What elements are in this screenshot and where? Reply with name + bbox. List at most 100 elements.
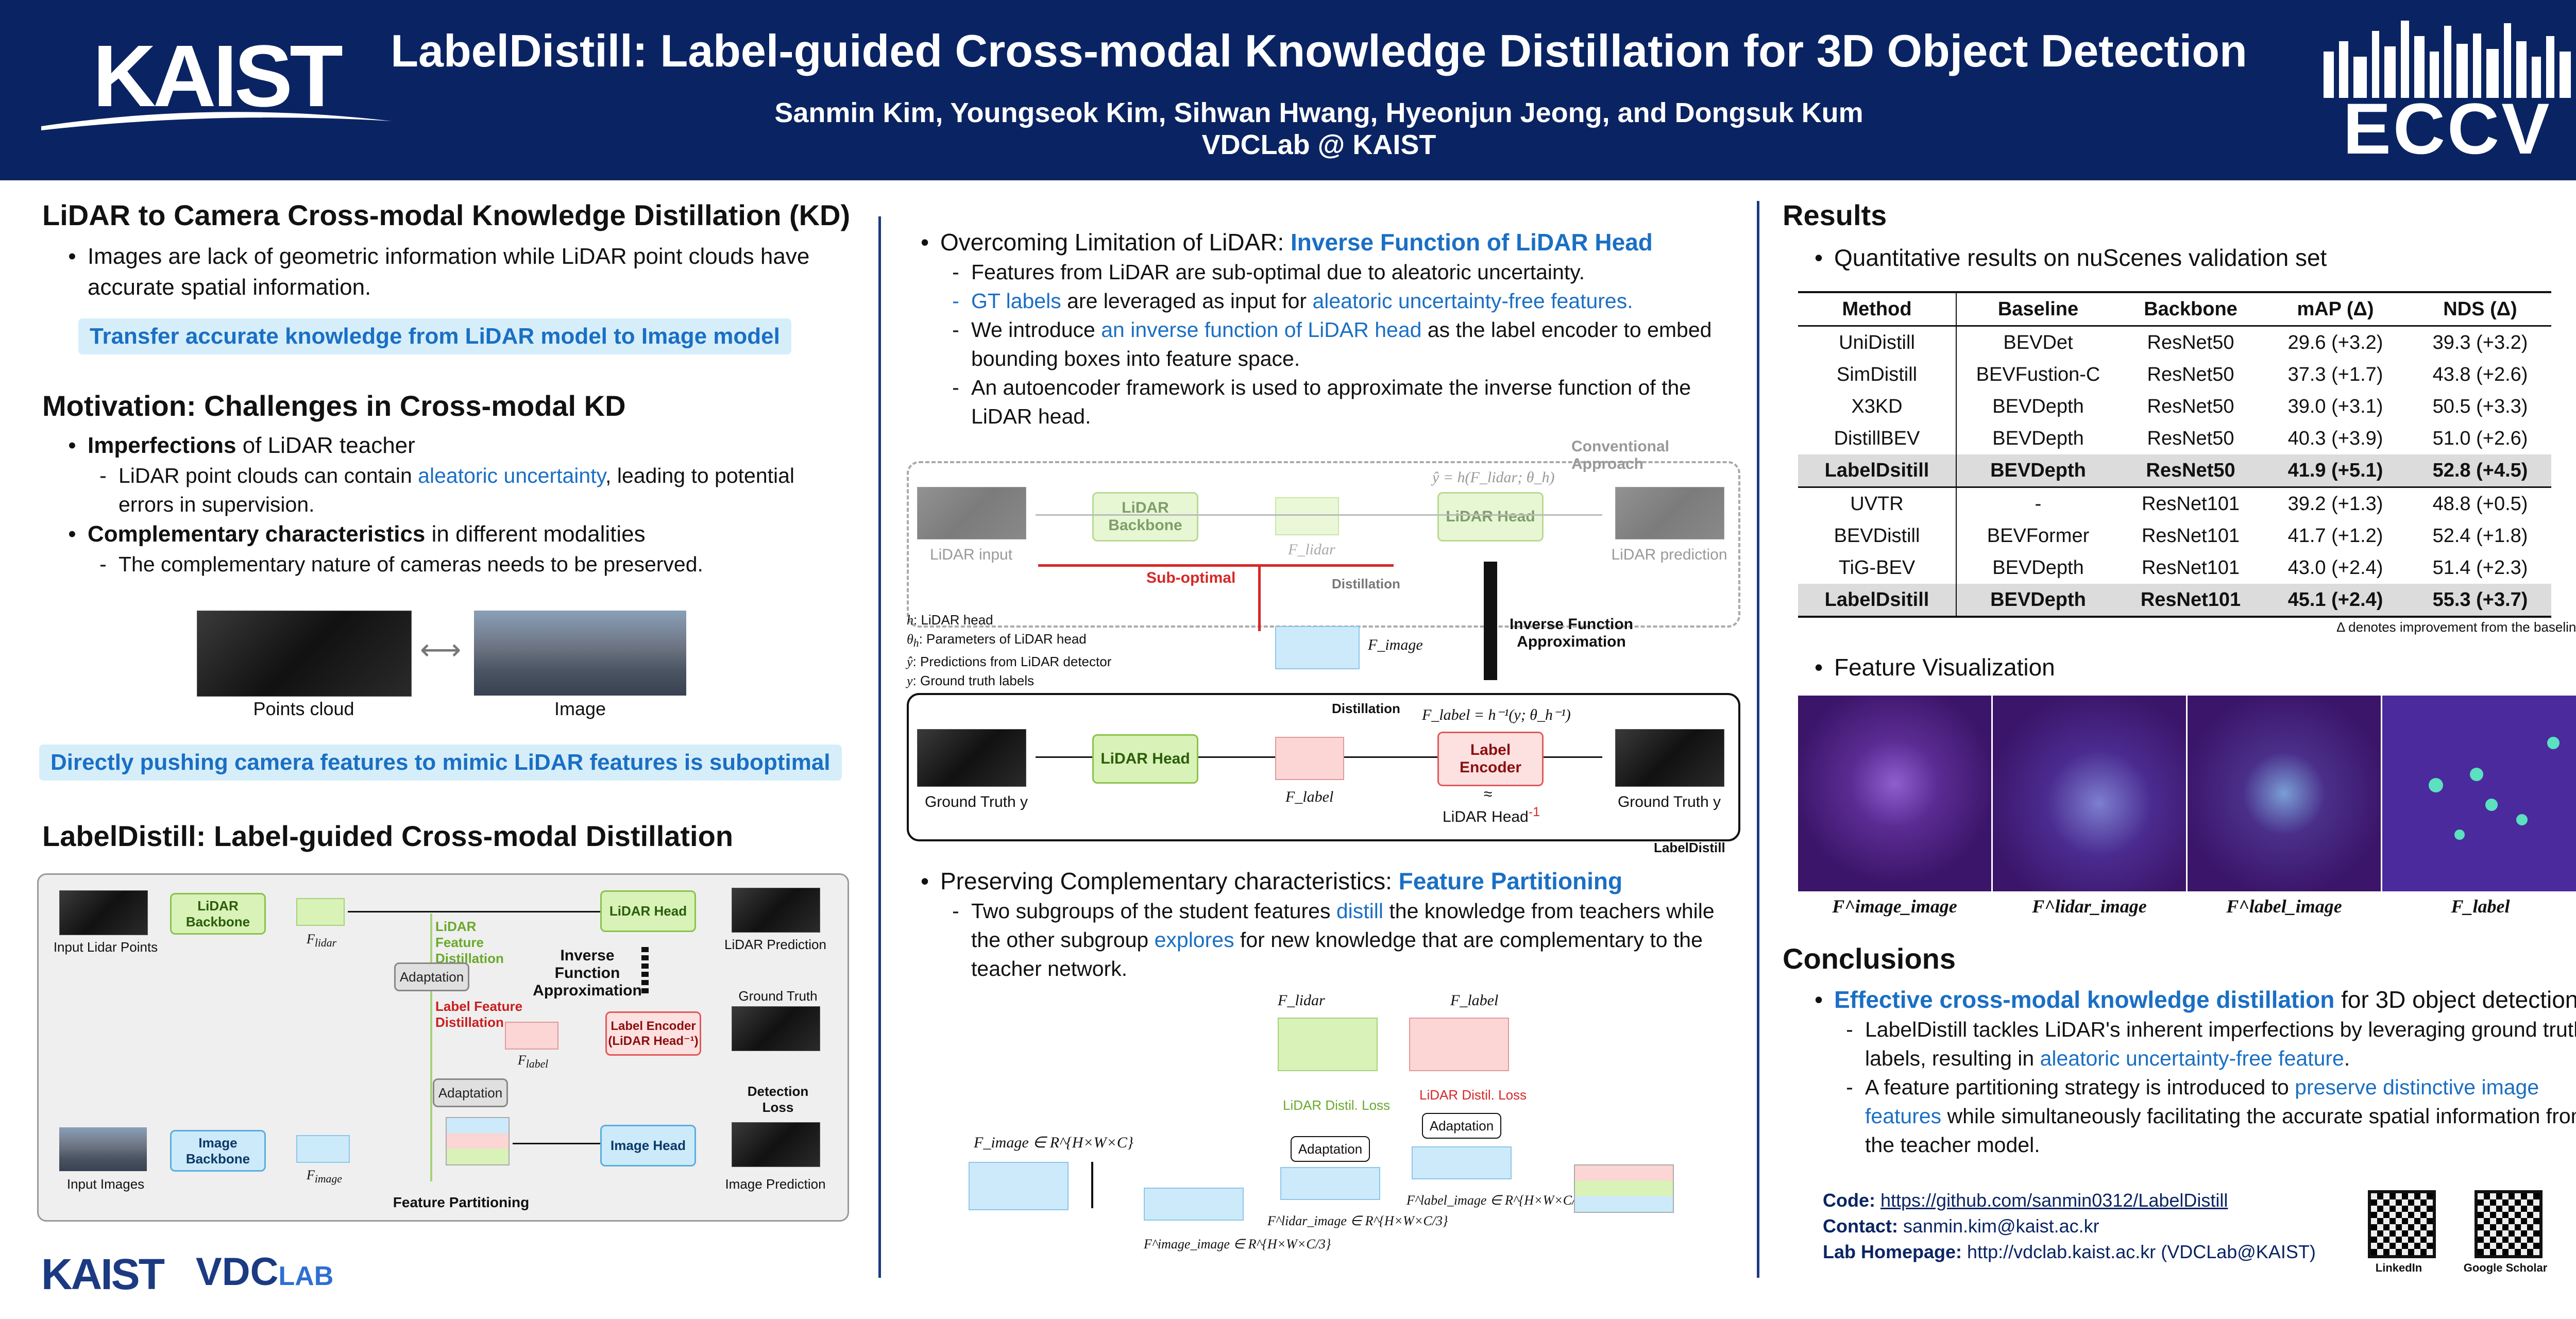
poster-title: LabelDistill: Label-guided Cross-modal K… xyxy=(391,25,2247,76)
table-cell: BEVFormer xyxy=(1987,525,2090,547)
label-feature-distill-label: Label Feature Distillation xyxy=(435,999,523,1030)
linkedin-qr-icon[interactable] xyxy=(2368,1190,2436,1258)
sub-optimal-line-h xyxy=(1038,564,1394,567)
partitioned-feature-cube xyxy=(446,1117,510,1165)
f-image-cube-2 xyxy=(1275,626,1360,669)
image-prediction-label: Image Prediction xyxy=(725,1176,826,1192)
vis-labels: F^image_image F^lidar_image F^label_imag… xyxy=(1798,895,2576,926)
sub-optimal-label: Sub-optimal xyxy=(1146,569,1236,586)
distillation-bottom-label: Distillation xyxy=(1332,701,1400,716)
image-prediction-thumb xyxy=(732,1122,820,1167)
code-link[interactable]: https://github.com/sanmin0312/LabelDisti… xyxy=(1880,1190,2228,1211)
vis-panel-3 xyxy=(2188,696,2381,891)
vis-blob xyxy=(2485,799,2498,811)
inverse-s2-mid: are leveraged as input for xyxy=(1061,289,1313,313)
gt-left-thumb xyxy=(917,729,1026,787)
contact-label: Contact: xyxy=(1823,1215,1903,1237)
vis-label-3: F^label_image xyxy=(2226,896,2342,917)
input-lidar-label: Input Lidar Points xyxy=(53,939,158,955)
contact-block: Code: https://github.com/sanmin0312/Labe… xyxy=(1823,1188,2316,1265)
table-cell: TiG-BEV xyxy=(1798,552,1957,584)
adaptation-box-2: Adaptation xyxy=(433,1078,508,1107)
gt-label-thumb xyxy=(732,1006,820,1051)
table-header-cell: Method xyxy=(1798,291,1957,327)
distillation-top-label: Distillation xyxy=(1332,576,1400,591)
d2-concat-cube xyxy=(1574,1164,1674,1213)
lab-label: Lab Homepage: xyxy=(1823,1241,1968,1262)
table-cell: ResNet101 xyxy=(2141,525,2240,547)
ld-lidar-head: LiDAR Head xyxy=(1092,734,1198,784)
scholar-qr-icon[interactable] xyxy=(2475,1190,2543,1258)
inverse-fn-bullets: •Overcoming Limitation of LiDAR: Inverse… xyxy=(909,227,1734,431)
d2-f-image-full: F_image ∈ R^{H×W×C} xyxy=(974,1134,1133,1151)
motivation-sub1-post: , leading to potential errors in supervi… xyxy=(118,464,795,516)
image-caption: Image xyxy=(554,698,606,719)
f-image-label-2: F_image xyxy=(1368,636,1423,653)
contact-email[interactable]: sanmin.kim@kaist.ac.kr xyxy=(1903,1215,2099,1237)
sub-optimal-line-v xyxy=(1258,564,1261,631)
lidar-head-inv-sup: -1 xyxy=(1528,805,1540,819)
vis-label-1: F^image_image xyxy=(1832,896,1957,917)
table-cell: BEVDepth xyxy=(1992,427,2084,449)
table-cell: ResNet50 xyxy=(2147,427,2234,449)
vis-bullet-text: Feature Visualization xyxy=(1834,654,2055,681)
footer-lab: LAB xyxy=(278,1261,334,1291)
table-cell: X3KD xyxy=(1798,391,1957,422)
conc-s1-post: . xyxy=(2344,1046,2350,1070)
d2-image-lidar-cube xyxy=(1280,1167,1380,1200)
label-encoder-sub: (LiDAR Head⁻¹) xyxy=(608,1034,699,1048)
table-cell: - xyxy=(1956,486,2120,520)
table-cell: ResNet101 xyxy=(2120,486,2262,520)
vis-blob xyxy=(2429,778,2443,792)
lab-homepage[interactable]: http://vdclab.kaist.ac.kr (VDCLab@KAIST) xyxy=(1967,1241,2316,1262)
input-images-label: Input Images xyxy=(66,1176,145,1192)
legend-theta: θh: Parameters of LiDAR head xyxy=(907,631,1087,650)
table-cell: DistillBEV xyxy=(1798,422,1957,454)
table-cell: BEVFustion-C xyxy=(1976,363,2100,385)
table-cell: 39.2 (+1.3) xyxy=(2262,486,2409,520)
kd-bullet: •Images are lack of geometric informatio… xyxy=(57,241,840,303)
section-title-kd: LiDAR to Camera Cross-modal Knowledge Di… xyxy=(42,199,851,231)
lidar-input-thumb xyxy=(917,487,1026,539)
table-cell: 45.1 (+2.4) xyxy=(2262,584,2409,618)
table-cell: BEVDepth xyxy=(1956,584,2120,618)
f-image-f: F xyxy=(307,1168,315,1182)
d2-adaptation-2: Adaptation xyxy=(1422,1113,1501,1139)
table-cell: 51.0 (+2.6) xyxy=(2432,427,2528,449)
partition-b2-pre: Preserving Complementary characteristics… xyxy=(940,868,1399,894)
column-divider-2 xyxy=(1757,201,1759,1278)
eccv-skyline-icon xyxy=(2324,21,2571,98)
lidar-distill-line xyxy=(430,914,432,1181)
results-bullet-text: Quantitative results on nuScenes validat… xyxy=(1834,244,2327,271)
legend-yhat-text: : Predictions from LiDAR detector xyxy=(912,654,1112,670)
inverse-fn-label: Inverse Function Approximation xyxy=(533,947,642,999)
partitioning-diagram: F_lidar F_label LiDAR Distil. Loss LiDAR… xyxy=(958,992,1690,1267)
f-label-sub: label xyxy=(526,1058,549,1071)
table-header-cell: mAP (Δ) xyxy=(2262,291,2409,327)
labeldistill-label: LabelDistill xyxy=(1654,840,1725,855)
feature-vis-strip xyxy=(1798,696,2576,891)
legend: h: LiDAR head θh: Parameters of LiDAR he… xyxy=(907,611,1195,690)
vis-bullet: •Feature Visualization xyxy=(1803,652,2055,683)
table-cell: 51.4 (+2.3) xyxy=(2432,556,2528,579)
conc-s2-pre: A feature partitioning strategy is intro… xyxy=(1865,1075,2295,1099)
ld-label-encoder: Label Encoder xyxy=(1437,732,1544,786)
footer-vdc: VDC xyxy=(196,1250,279,1294)
table-cell: 43.0 (+2.4) xyxy=(2287,556,2383,579)
table-header-cell: NDS (Δ) xyxy=(2409,291,2551,327)
d2-f-image-image: F^image_image ∈ R^{H×W×C/3} xyxy=(1144,1237,1331,1252)
double-arrow-icon: ⟷ xyxy=(420,633,462,666)
motivation-b1-bold: Imperfections xyxy=(88,433,236,458)
architecture-diagram: Input Lidar Points LiDAR Backbone Flidar… xyxy=(37,873,849,1222)
table-cell: ResNet101 xyxy=(2141,556,2240,579)
table-cell: 52.4 (+1.8) xyxy=(2432,525,2528,547)
feature-partitioning-label: Feature Partitioning xyxy=(393,1194,530,1210)
d2-lidar-loss: LiDAR Distil. Loss xyxy=(1283,1097,1391,1113)
section-title-conclusions: Conclusions xyxy=(1783,942,1956,975)
approx-symbol: ≈ xyxy=(1484,786,1493,803)
lidar-head-inv-text: LiDAR Head xyxy=(1443,808,1529,825)
